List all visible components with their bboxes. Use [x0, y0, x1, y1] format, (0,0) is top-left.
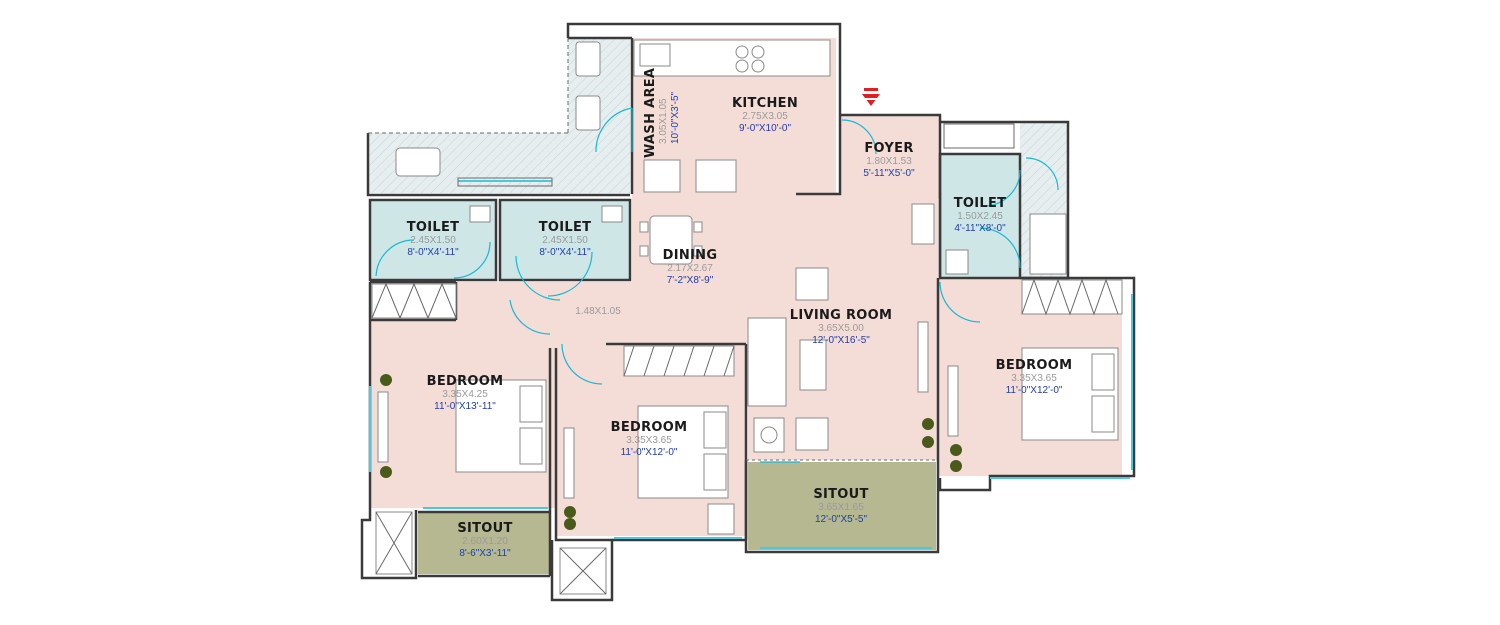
bedroom-mid-imperial: 11'-0"X12'-0" [621, 447, 678, 458]
sitout-mid-floor [748, 462, 936, 550]
foyer-name: FOYER [864, 141, 913, 156]
toilet-left2-imperial: 8'-0"X4'-11" [539, 247, 591, 258]
toilet-left1-name: TOILET [407, 220, 460, 235]
bedroom-mid-name: BEDROOM [611, 420, 688, 435]
kitchen-name: KITCHEN [732, 96, 798, 111]
windows [369, 177, 1133, 549]
toilet-fixture [469, 205, 491, 223]
dining-metric: 2.17X2.67 [667, 263, 713, 274]
foyer-imperial: 5'-11"X5'-0" [863, 168, 915, 179]
toilet-left2-name: TOILET [539, 220, 592, 235]
kitchen-metric: 2.75X3.05 [742, 111, 788, 122]
room-labels: KITCHEN 2.75X3.05 9'-0"X10'-0" WASH AREA… [407, 68, 1073, 559]
plants [380, 374, 962, 530]
bedroom-left-name: BEDROOM [427, 374, 504, 389]
sitout-left-name: SITOUT [457, 521, 512, 536]
passage-metric: 1.48X1.05 [575, 306, 621, 317]
wardrobes [371, 278, 1123, 377]
plant-icon [380, 374, 392, 386]
doors [375, 107, 1059, 463]
toilet-right-name: TOILET [954, 196, 1007, 211]
foyer-floor [840, 115, 940, 199]
dining-table [649, 215, 693, 265]
toilet-left2-metric: 2.45X1.50 [542, 235, 588, 246]
walls [360, 22, 1136, 602]
armchair [795, 267, 829, 301]
sitout-mid-metric: 3.65X1.65 [818, 502, 864, 513]
toilet-left1-metric: 2.45X1.50 [410, 235, 456, 246]
kitchen-imperial: 9'-0"X10'-0" [739, 123, 792, 134]
fridge [695, 159, 737, 193]
bedroom-mid-metric: 3.35X3.65 [626, 435, 672, 446]
entry-arrow-icon [862, 88, 880, 106]
coffee-table [799, 339, 827, 391]
living-metric: 3.65X5.00 [818, 323, 864, 334]
sitout-mid-name: SITOUT [813, 487, 868, 502]
bedroom-right-name: BEDROOM [996, 358, 1073, 373]
hob [735, 45, 749, 59]
bedroom-left-imperial: 11'-0"X13'-11" [434, 401, 496, 412]
living-name: LIVING ROOM [790, 308, 892, 323]
sitout-left-imperial: 8'-6"X3'-11" [459, 548, 511, 559]
sitout-mid-imperial: 12'-0"X5'-5" [815, 514, 868, 525]
bedroom-right-metric: 3.35X3.65 [1011, 373, 1057, 384]
balcony-seat [395, 147, 441, 177]
bedroom-right-imperial: 11'-0"X12'-0" [1006, 385, 1063, 396]
sitout-left-floor [418, 512, 550, 574]
foyer-metric: 1.80X1.53 [866, 156, 912, 167]
dining-imperial: 7'-2"X8'-9" [667, 275, 714, 286]
sitout-left-metric: 2.60X1.20 [462, 536, 508, 547]
wardrobe-left [371, 283, 457, 319]
wash-area-imperial: 10'-0"X3'-5" [670, 91, 681, 144]
sofa [747, 317, 787, 407]
wash-area-metric: 3.05X1.05 [658, 98, 669, 144]
dining-name: DINING [663, 248, 718, 263]
toilet-left1-imperial: 8'-0"X4'-11" [407, 247, 459, 258]
living-imperial: 12'-0"X16'-5" [812, 335, 870, 346]
wash-area-name: WASH AREA [643, 68, 658, 158]
toilet-right-imperial: 4'-11"X8'-0" [954, 223, 1006, 234]
washer [643, 159, 681, 193]
tv-unit [917, 321, 929, 393]
wardrobe-mid [623, 345, 735, 377]
toilet-right-metric: 1.50X2.45 [957, 211, 1003, 222]
sink [639, 43, 671, 67]
bedroom-left-metric: 3.35X4.25 [442, 389, 488, 400]
furniture [375, 39, 1119, 595]
